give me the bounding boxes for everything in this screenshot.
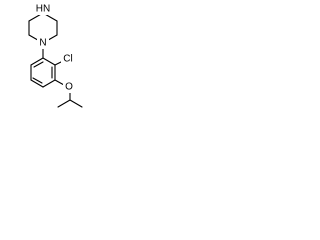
ether-o-label: O bbox=[65, 82, 73, 93]
bond-b3-b4 bbox=[42, 79, 56, 88]
chloro-label-bg bbox=[61, 53, 76, 65]
chloro-label: Cl bbox=[63, 54, 72, 65]
piperazine-n-label: N bbox=[39, 38, 46, 49]
benzene-ring bbox=[30, 57, 56, 88]
molecule-structure: HN N Cl O bbox=[28, 3, 83, 108]
piperazine-nh-label: HN bbox=[36, 4, 50, 15]
piperazine-nh-label-bg bbox=[35, 3, 51, 15]
bond-b6-b1 bbox=[30, 57, 44, 66]
bond-b4-b5 bbox=[30, 79, 44, 88]
bond-b1-b2 bbox=[42, 57, 56, 66]
bond-aryl-o bbox=[54, 79, 65, 86]
double-bond-b6-b1 bbox=[33, 61, 44, 68]
piperazine-n-label-bg bbox=[37, 37, 49, 49]
double-bond-b4-b5 bbox=[32, 77, 43, 84]
ether-o-label-bg bbox=[63, 82, 76, 93]
bond-ch-ch3-right bbox=[69, 99, 83, 108]
bond-ch-ch3-left bbox=[57, 99, 71, 108]
isopropyl-group bbox=[57, 90, 83, 108]
